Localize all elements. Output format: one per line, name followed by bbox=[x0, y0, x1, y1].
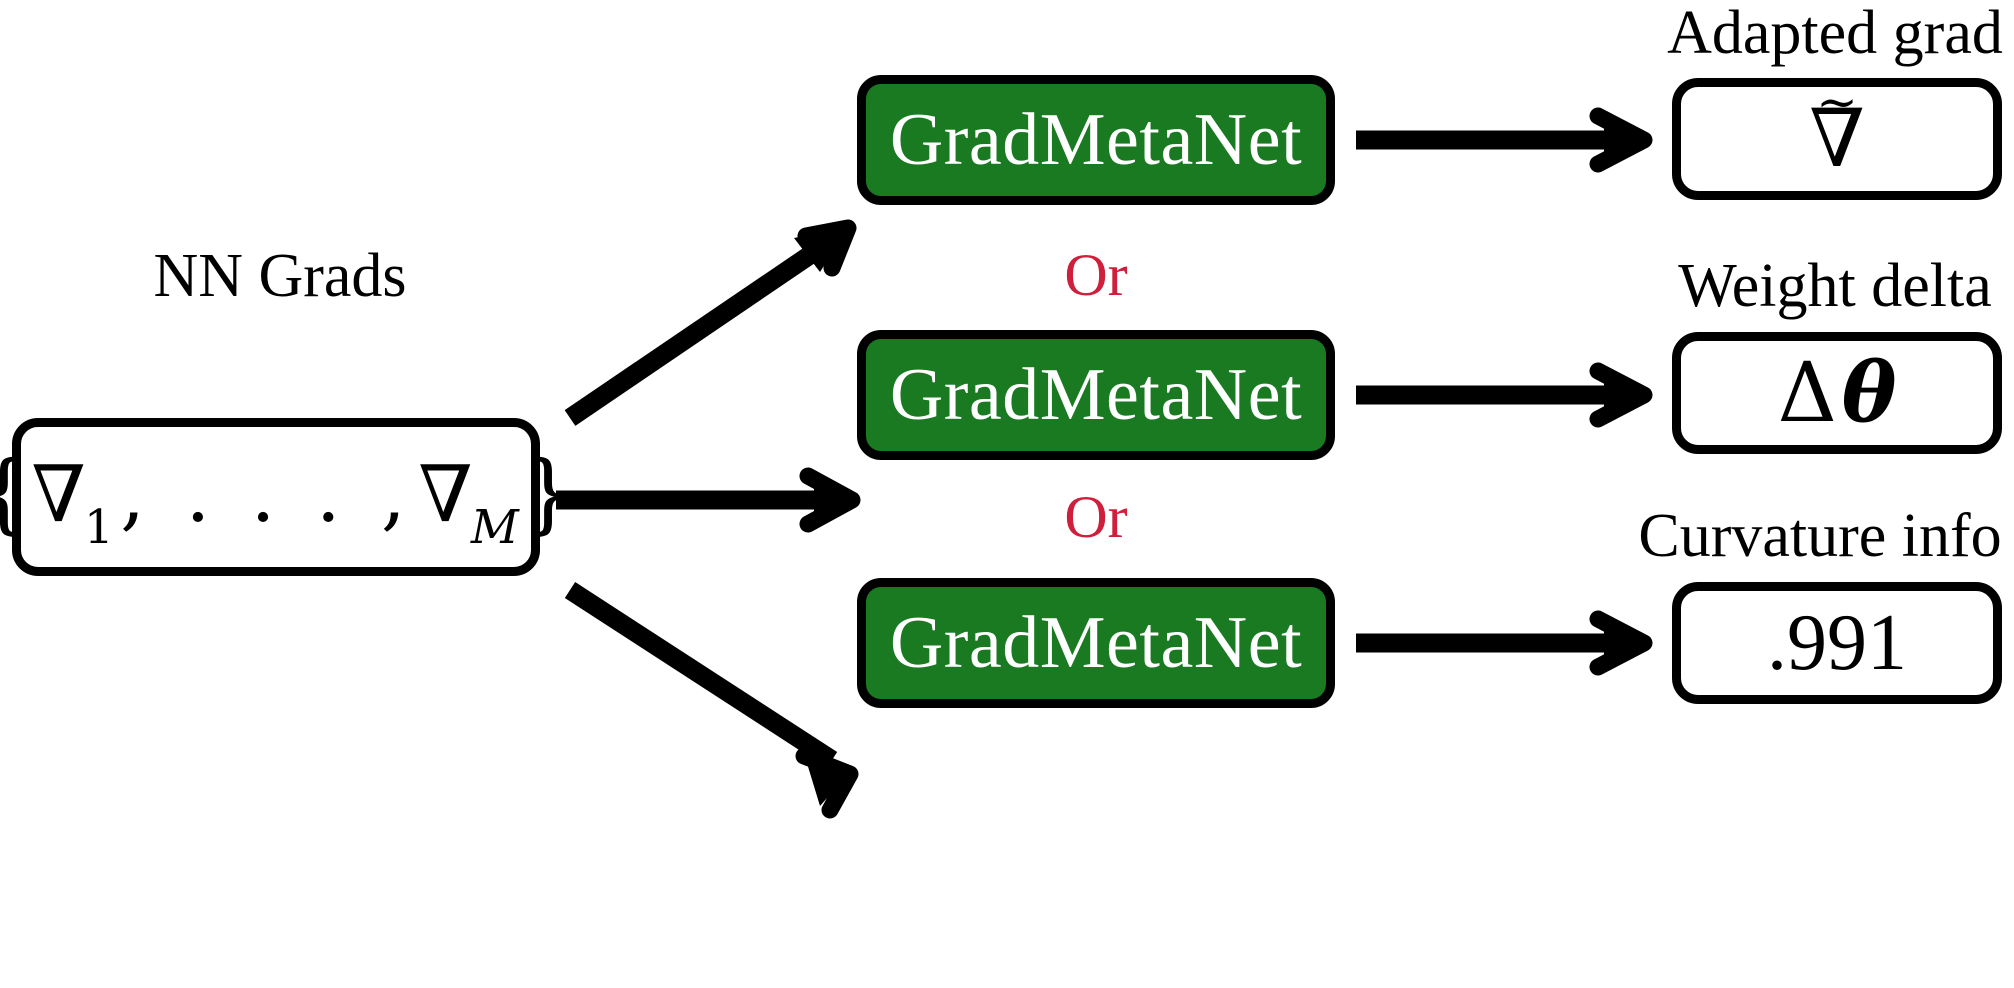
input-caption: NN Grads bbox=[153, 242, 407, 310]
model-label-1: GradMetaNet bbox=[889, 99, 1303, 181]
arrow-branch-up-icon bbox=[564, 219, 857, 426]
output-box-1[interactable]: ~ ∇ bbox=[1672, 78, 2002, 200]
theta-glyph: θ bbox=[1841, 344, 1897, 441]
model-box-3[interactable]: GradMetaNet bbox=[857, 578, 1335, 708]
nabla-last: ∇ bbox=[418, 449, 473, 540]
nabla-first-subscript: 1 bbox=[83, 501, 114, 555]
model-label-3: GradMetaNet bbox=[889, 602, 1303, 684]
input-expression: {∇1, . . . ,∇M} bbox=[0, 448, 576, 552]
output-caption-2: Weight delta bbox=[1678, 252, 1992, 320]
adapted-grad-symbol: ~ ∇ bbox=[1809, 78, 1865, 179]
weight-delta-symbol: Δθ bbox=[1778, 352, 1897, 435]
model-box-2[interactable]: GradMetaNet bbox=[857, 330, 1335, 460]
nabla-last-subscript: M bbox=[470, 501, 519, 555]
delta-glyph: Δ bbox=[1777, 345, 1837, 441]
arrow-branch-down-icon bbox=[564, 582, 859, 819]
or-separator-2: Or bbox=[1064, 484, 1128, 550]
ellipsis: , . . . , bbox=[120, 449, 414, 540]
output-box-3[interactable]: .991 bbox=[1672, 582, 2002, 704]
output-caption-1: Adapted grad bbox=[1667, 0, 2003, 67]
curvature-value: .991 bbox=[1767, 599, 1907, 687]
arrow-output-top-icon bbox=[1356, 107, 1653, 173]
output-box-2[interactable]: Δθ bbox=[1672, 332, 2002, 454]
arrow-output-bottom-icon bbox=[1356, 610, 1653, 676]
model-box-1[interactable]: GradMetaNet bbox=[857, 75, 1335, 205]
nabla-first: ∇ bbox=[31, 449, 86, 540]
model-label-2: GradMetaNet bbox=[889, 354, 1303, 436]
open-brace: { bbox=[0, 442, 31, 544]
arrow-branch-mid-icon bbox=[556, 467, 861, 533]
tilde-accent: ~ bbox=[1816, 73, 1858, 132]
output-caption-3: Curvature info bbox=[1638, 502, 2002, 570]
input-box[interactable]: {∇1, . . . ,∇M} bbox=[0, 418, 576, 576]
nabla-glyph: ∇ bbox=[1809, 92, 1865, 185]
or-separator-1: Or bbox=[1064, 242, 1128, 308]
arrow-output-mid-icon bbox=[1356, 362, 1653, 428]
